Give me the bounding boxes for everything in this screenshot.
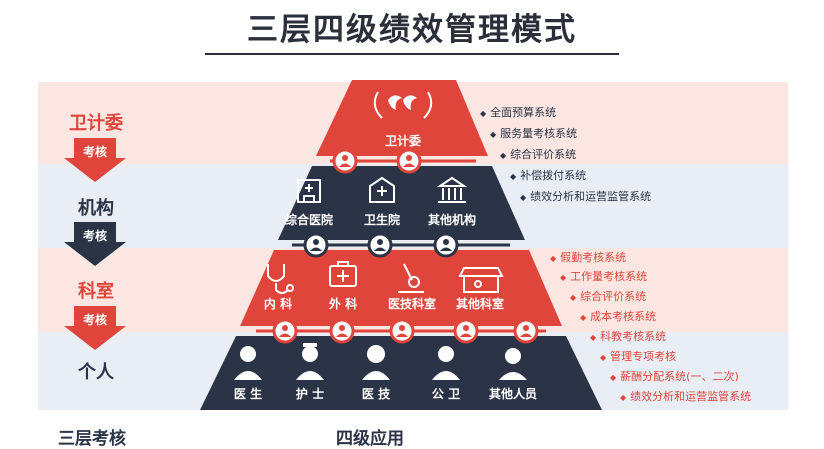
tier-label-surgery: 外 科 <box>329 296 357 311</box>
technician-icon <box>362 345 390 380</box>
tier-label-technician: 医 技 <box>362 386 391 401</box>
other-staff-icon <box>499 348 527 380</box>
hospital-icon <box>297 179 321 203</box>
assessment-arrow-3: 考核 <box>64 306 126 350</box>
level-label-individual: 个人 <box>78 362 114 383</box>
page-title: 三层四级绩效管理模式 <box>247 12 577 48</box>
bottom-label-three-layer: 三层考核 <box>58 429 126 449</box>
tier-label-internal-medicine: 内 科 <box>264 296 292 311</box>
shop-awning-icon <box>458 267 504 293</box>
person-node <box>389 318 415 344</box>
arrow-label: 考核 <box>83 228 107 243</box>
doctor-icon <box>234 346 262 380</box>
tier-label-commission: 卫计委 <box>385 133 422 148</box>
tier-label-doctor: 医 生 <box>234 386 262 401</box>
person-node <box>272 318 298 344</box>
assessment-arrow-1: 考核 <box>64 138 126 182</box>
tier-label-other-staff: 其他人员 <box>489 386 537 401</box>
pyramid-tier-individual <box>200 336 602 410</box>
health-commission-logo <box>373 91 433 119</box>
microscope-icon <box>398 263 424 293</box>
person-node <box>367 232 393 258</box>
tier-label-medical-tech: 医技科室 <box>388 296 436 311</box>
first-aid-kit-icon <box>329 261 357 287</box>
person-node <box>303 232 329 258</box>
person-node <box>332 148 358 174</box>
level-label-institution: 机构 <box>78 198 114 219</box>
tier-label-hospital: 综合医院 <box>285 212 333 227</box>
public-health-worker-icon <box>432 346 460 380</box>
person-node <box>329 318 355 344</box>
level-label-department: 科室 <box>78 281 114 302</box>
tier-label-nurse: 护 士 <box>296 386 324 401</box>
institution-building-icon <box>436 176 468 203</box>
pyramid-tier-department <box>240 250 562 326</box>
tier-label-public-health: 公 卫 <box>432 387 460 401</box>
title-underline <box>205 53 619 55</box>
person-node <box>513 318 539 344</box>
person-node <box>396 148 422 174</box>
nurse-icon <box>296 343 324 380</box>
tier-label-other-department: 其他科室 <box>456 296 504 311</box>
arrow-label: 考核 <box>83 312 107 327</box>
person-node <box>453 318 479 344</box>
bottom-label-four-level: 四级应用 <box>336 429 404 449</box>
person-node <box>433 232 459 258</box>
assessment-arrow-2: 考核 <box>64 222 126 266</box>
level-label-commission: 卫计委 <box>69 113 123 134</box>
tier-label-other-institution: 其他机构 <box>428 212 476 227</box>
tier-label-health-center: 卫生院 <box>364 212 400 227</box>
health-center-icon <box>369 176 395 203</box>
arrow-label: 考核 <box>83 144 107 159</box>
stethoscope-icon <box>267 264 294 294</box>
pyramid-tier-commission <box>316 80 488 156</box>
